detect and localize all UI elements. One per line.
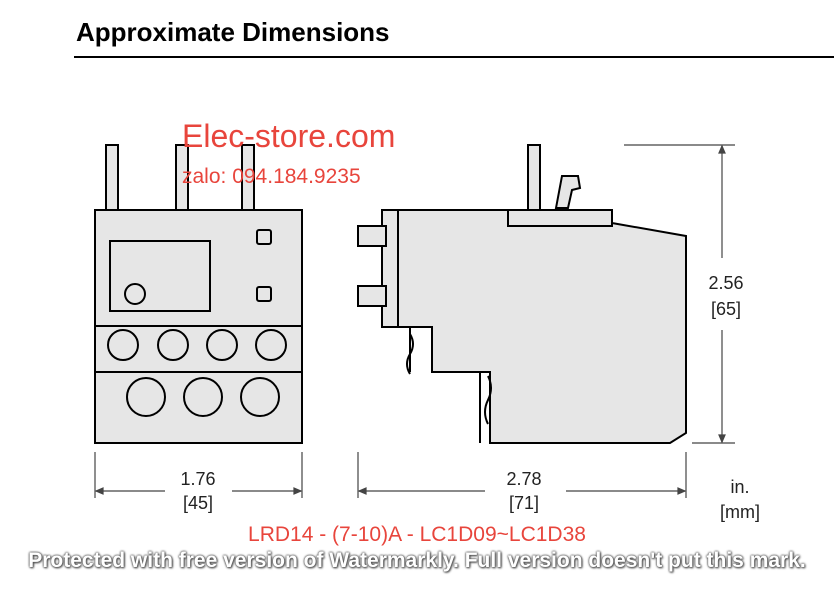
page-title: Approximate Dimensions [76,17,390,47]
front-terminal-circle-large [183,377,223,417]
side-depth-mm: [71] [508,493,540,513]
front-window [109,240,211,312]
side-height-in: 2.56 [708,273,744,293]
side-tab [357,285,387,307]
front-terminal-circle-large [240,377,280,417]
front-button-square [256,286,272,302]
side-depth-dimension [357,452,687,498]
model-caption: LRD14 - (7-10)A - LC1D09~LC1D38 [248,523,586,546]
side-terminal-pin [527,144,541,211]
front-width-dimension [94,452,303,498]
zalo-overlay: zalo: 094.184.9235 [182,165,361,188]
front-terminal-pin [105,144,119,212]
side-screw-detail [484,375,492,425]
front-button-square [256,229,272,245]
side-height-mm: [65] [710,299,742,319]
side-tab [357,225,387,247]
side-body [381,209,687,444]
side-screw-detail [406,333,414,375]
watermark-text: Protected with free version of Watermark… [28,549,806,572]
units-primary: in. [730,477,750,497]
brand-overlay: Elec-store.com [182,118,396,154]
title-underline [74,56,834,58]
side-depth-in: 2.78 [506,469,542,489]
front-terminal-circle [206,329,238,361]
units-secondary: [mm] [720,502,760,522]
front-view [94,144,303,444]
front-terminal-circle [157,329,189,361]
front-terminal-circle-large [126,377,166,417]
side-top-cap [507,209,613,227]
side-hook [554,175,582,209]
front-terminal-circle [255,329,287,361]
front-dial-circle [124,283,146,305]
side-height-dimension [624,144,735,444]
front-width-mm: [45] [182,493,214,513]
side-view [357,144,687,444]
front-terminal-circle [107,329,139,361]
front-width-in: 1.76 [180,469,216,489]
